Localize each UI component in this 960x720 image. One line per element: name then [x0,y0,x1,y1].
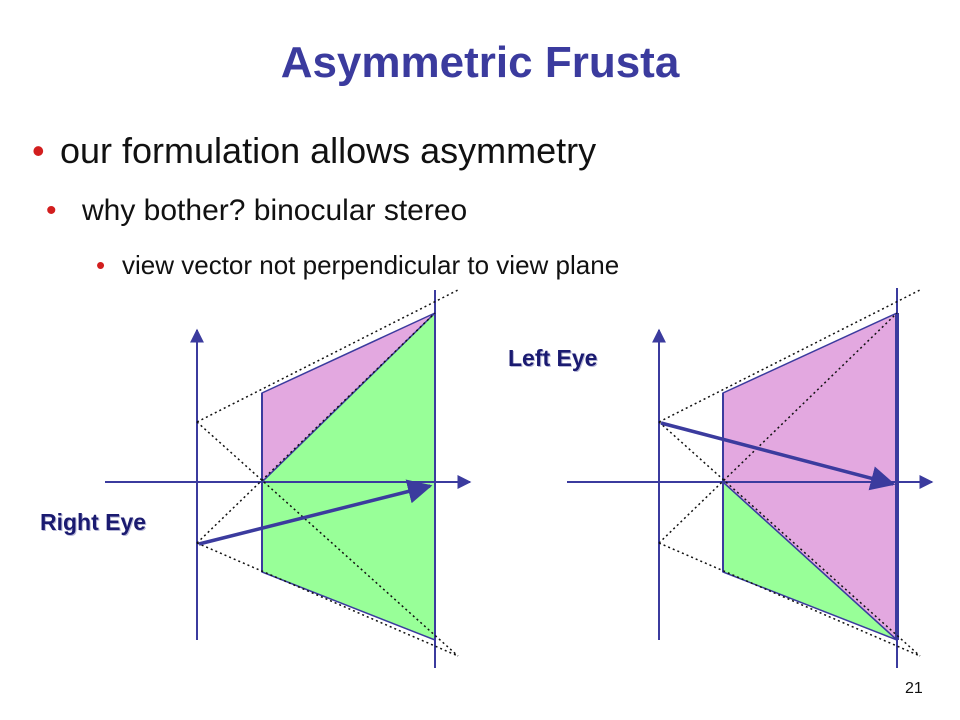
left-view-vector-arrow [660,421,896,491]
right-view-vector-arrow [198,479,433,546]
bullet-level-1: • our formulation allows asymmetry [32,130,596,172]
right-frustum-top-ray [196,289,459,423]
right-cross-ray-2 [196,421,459,657]
bullet-dot-icon: • [96,250,106,280]
bullet-text: why bother? binocular stereo [82,194,468,227]
page-number: 21 [905,680,923,697]
left-frustum-top-ray [658,289,921,423]
bullet-dot-icon: • [46,194,57,227]
right-eye-diagram [105,289,472,668]
slide-title: Asymmetric Frusta [280,38,680,87]
left-cross-ray-2 [658,421,921,657]
left-cross-ray-1 [658,312,898,544]
bullet-text: our formulation allows asymmetry [60,130,597,171]
left-eye-label: Left Eye [508,345,598,371]
left-eye-diagram [567,288,934,668]
right-eye-label: Right Eye [40,509,147,535]
right-cross-ray-1 [196,312,436,544]
bullet-level-3: • view vector not perpendicular to view p… [96,250,619,281]
bullet-level-2: • why bother? binocular stereo [46,194,467,228]
bullet-dot-icon: • [32,130,45,171]
bullet-text: view vector not perpendicular to view pl… [122,250,620,280]
